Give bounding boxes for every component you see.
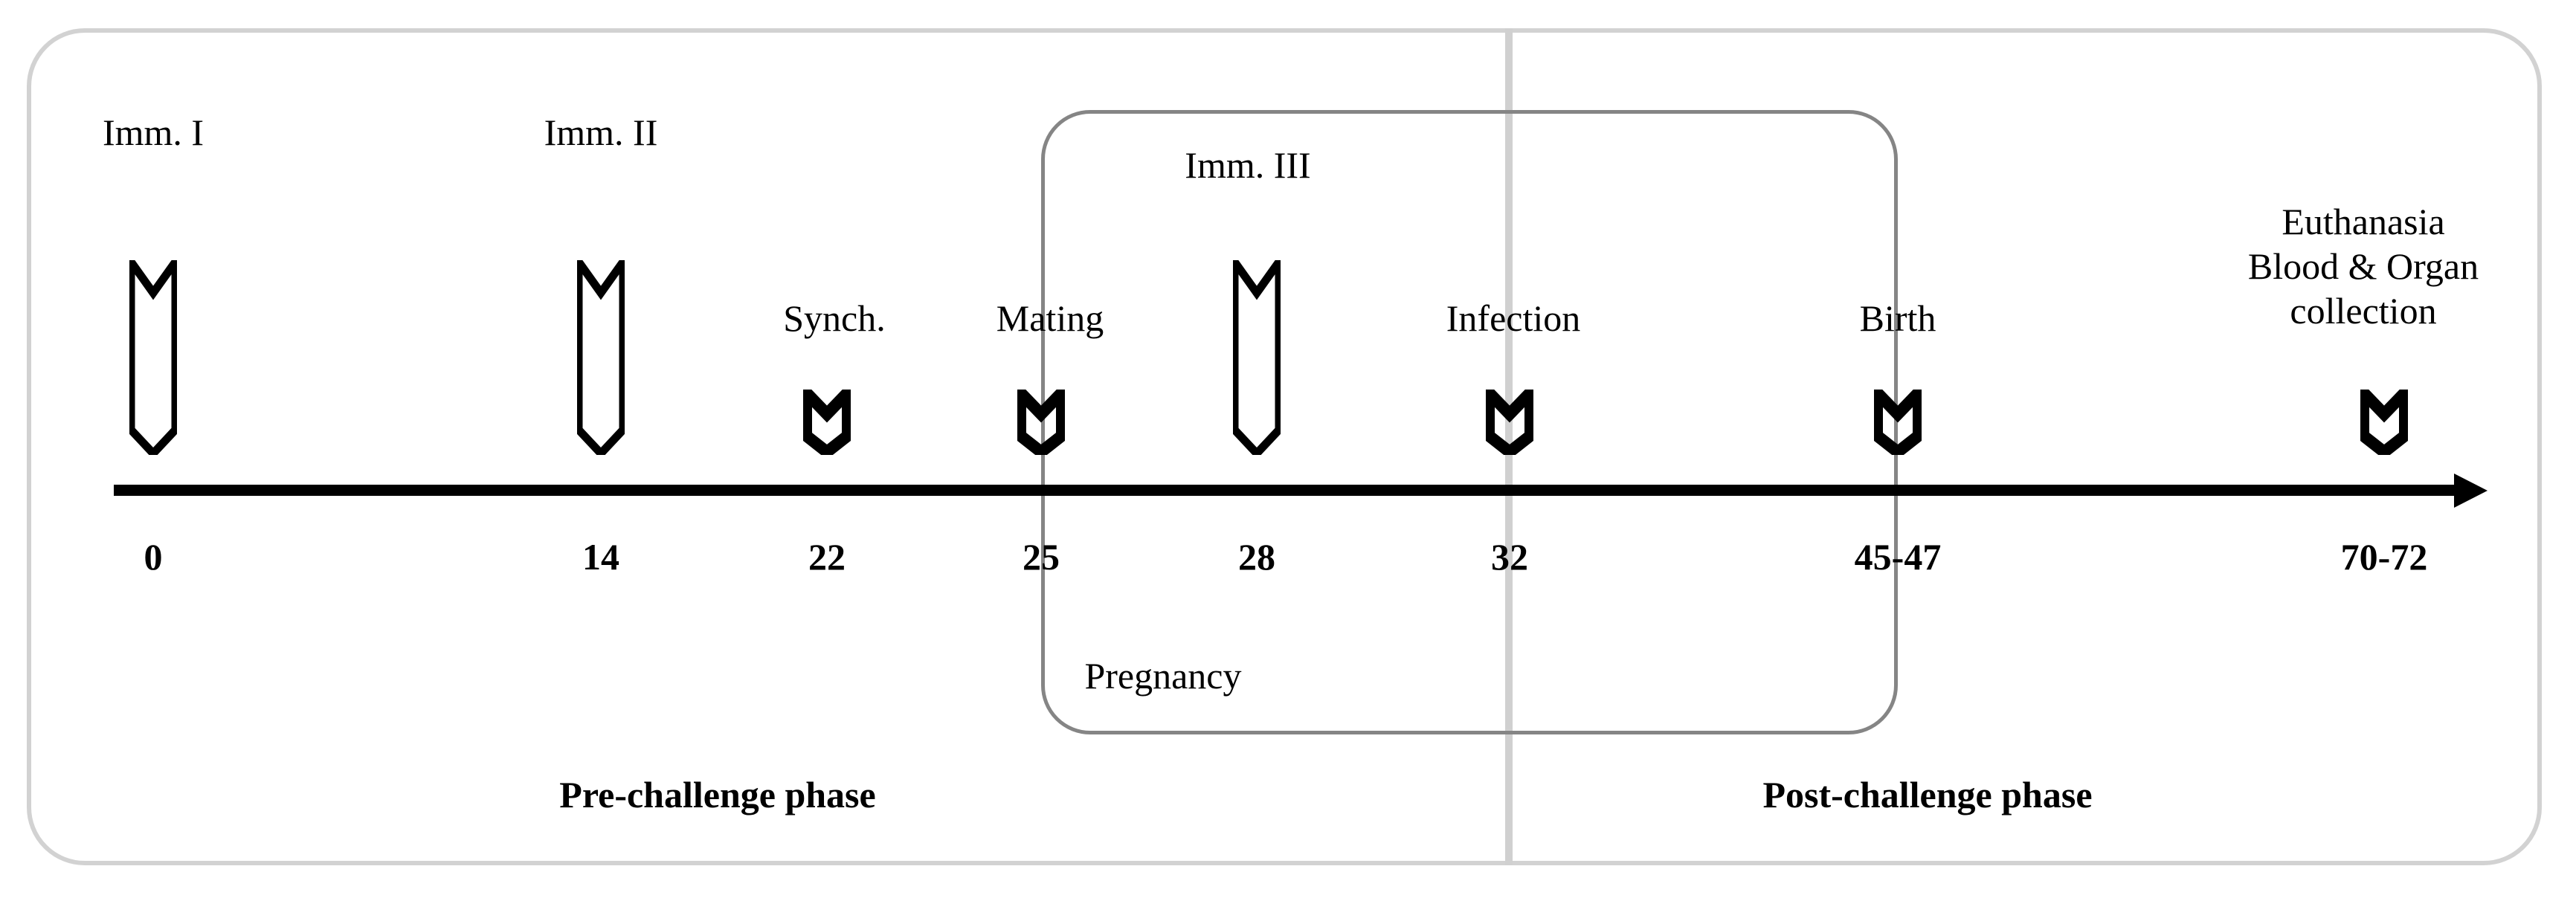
pregnancy-label-text: Pregnancy bbox=[1084, 655, 1242, 697]
event-label: Imm. III bbox=[1185, 144, 1311, 186]
outer-frame-border bbox=[27, 28, 2542, 865]
event-day-number: 14 bbox=[582, 536, 619, 578]
event-day-number: 0 bbox=[144, 536, 163, 578]
phase-label-post: Post-challenge phase bbox=[1762, 774, 2093, 815]
event-day-number: 45-47 bbox=[1854, 536, 1942, 578]
phase-label-pre: Pre-challenge phase bbox=[559, 774, 876, 815]
event-label: Euthanasia Blood & Organ collection bbox=[2247, 201, 2479, 332]
banner-arrow-down-icon bbox=[803, 390, 851, 455]
event-label: Birth bbox=[1859, 297, 1936, 339]
event-label: Infection bbox=[1446, 297, 1581, 339]
event-label: Synch. bbox=[783, 297, 886, 339]
event-label: Mating bbox=[996, 297, 1104, 339]
banner-arrow-down-icon bbox=[1486, 390, 1533, 455]
banner-arrow-down-icon bbox=[2360, 390, 2408, 455]
event-day-number: 25 bbox=[1023, 536, 1060, 578]
timeline-axis-line bbox=[114, 485, 2464, 496]
event-day-number: 70-72 bbox=[2340, 536, 2428, 578]
event-day-number: 28 bbox=[1238, 536, 1275, 578]
event-day-number: 32 bbox=[1491, 536, 1528, 578]
timeline-arrowhead-icon bbox=[2454, 474, 2488, 508]
banner-arrow-down-icon bbox=[577, 260, 625, 455]
banner-arrow-down-icon bbox=[129, 260, 177, 455]
pregnancy-period-box bbox=[1041, 110, 1898, 734]
event-label: Imm. I bbox=[102, 112, 205, 153]
banner-arrow-down-icon bbox=[1017, 390, 1065, 455]
banner-arrow-down-icon bbox=[1233, 260, 1281, 455]
banner-arrow-down-icon bbox=[1874, 390, 1922, 455]
pregnancy-label: Pregnancy bbox=[0, 654, 2576, 697]
event-label: Imm. II bbox=[544, 112, 658, 153]
event-day-number: 22 bbox=[808, 536, 846, 578]
